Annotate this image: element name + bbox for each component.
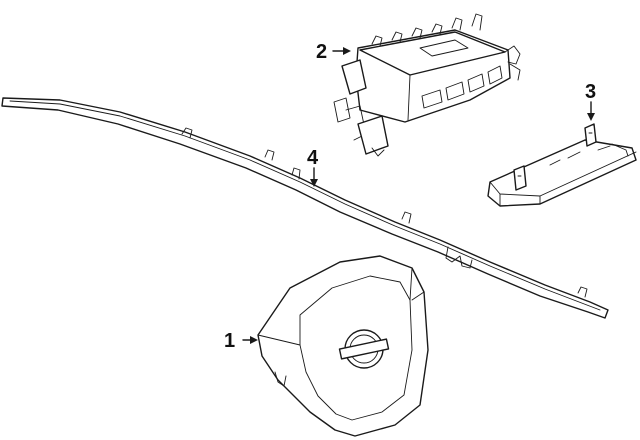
callout-2: 2 — [316, 41, 327, 63]
callout-3: 3 — [585, 81, 596, 103]
callout-4: 4 — [307, 147, 319, 169]
nissan-logo-icon — [338, 329, 390, 369]
curtain-airbag — [1, 97, 609, 319]
knee-airbag — [487, 123, 637, 207]
callout-leader-3 — [587, 101, 595, 121]
callout-1: 1 — [224, 330, 235, 352]
callout-leader-1 — [242, 336, 258, 344]
passenger-airbag-module — [333, 13, 521, 157]
callout-leader-2 — [332, 47, 351, 55]
callout-leader-4 — [310, 167, 318, 187]
steering-wheel-airbag — [257, 255, 429, 437]
